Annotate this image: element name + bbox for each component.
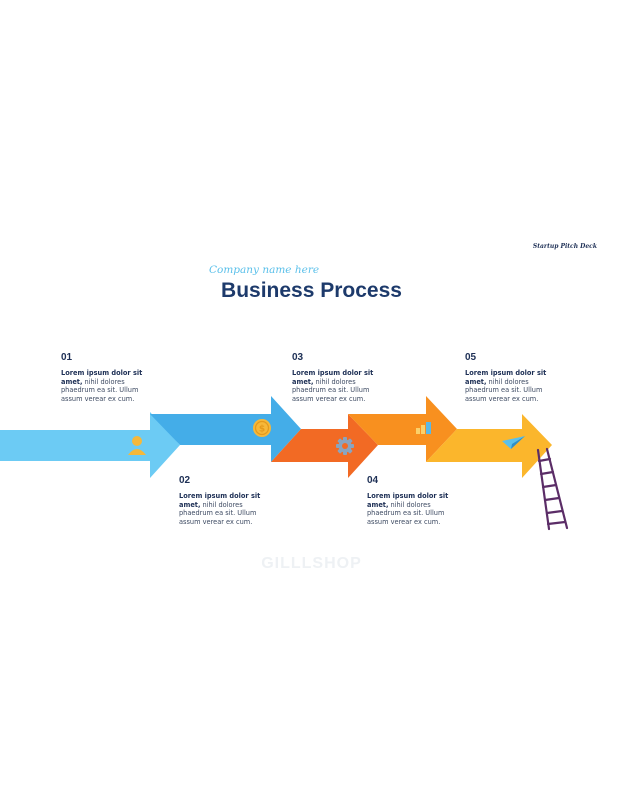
step-number: 02 xyxy=(179,475,191,486)
step-number: 01 xyxy=(61,352,73,363)
step-description-rest: nihil dolores phaedrum ea sit. Ullum ass… xyxy=(61,377,139,403)
arrow-step-1 xyxy=(0,412,180,478)
coin-icon: $ xyxy=(253,419,271,437)
step-description: Lorem ipsum dolor sit amet, nihil dolore… xyxy=(179,492,275,526)
step-description-rest: nihil dolores phaedrum ea sit. Ullum ass… xyxy=(465,377,543,403)
step-04: 04 Lorem ipsum dolor sit amet, nihil dol… xyxy=(367,475,463,526)
step-description: Lorem ipsum dolor sit amet, nihil dolore… xyxy=(292,369,388,403)
watermark: GILLLSHOP xyxy=(261,555,362,572)
deck-name: Startup Pitch Deck xyxy=(532,243,597,250)
user-icon xyxy=(128,436,146,455)
paper-plane-icon xyxy=(502,436,525,449)
page-title: Business Process xyxy=(0,279,623,303)
step-number: 04 xyxy=(367,475,379,486)
step-description-bold: Lorem ipsum dolor sit amet, xyxy=(179,492,261,509)
step-number: 03 xyxy=(292,352,304,363)
step-description-rest: nihil dolores phaedrum ea sit. Ullum ass… xyxy=(292,377,370,403)
step-05: 05 Lorem ipsum dolor sit amet, nihil dol… xyxy=(465,352,561,403)
step-number: 05 xyxy=(465,352,477,363)
arrow-step-4 xyxy=(348,396,457,462)
step-03: 03 Lorem ipsum dolor sit amet, nihil dol… xyxy=(292,352,388,403)
step-02: 02 Lorem ipsum dolor sit amet, nihil dol… xyxy=(179,475,275,526)
ladder-icon xyxy=(536,447,569,531)
arrow-step-5 xyxy=(426,414,552,478)
step-description-rest: nihil dolores phaedrum ea sit. Ullum ass… xyxy=(179,500,257,526)
step-01: 01 Lorem ipsum dolor sit amet, nihil dol… xyxy=(61,352,157,403)
step-description-rest: nihil dolores phaedrum ea sit. Ullum ass… xyxy=(367,500,445,526)
bar-chart-icon xyxy=(416,422,431,434)
step-description-bold: Lorem ipsum dolor sit amet, xyxy=(61,369,143,386)
page-title-text: Business Process xyxy=(221,279,402,302)
arrow-step-2 xyxy=(150,396,301,478)
step-description: Lorem ipsum dolor sit amet, nihil dolore… xyxy=(465,369,561,403)
gear-icon xyxy=(336,437,354,455)
step-description-bold: Lorem ipsum dolor sit amet, xyxy=(367,492,449,509)
company-name: Company name here xyxy=(209,264,320,276)
step-description: Lorem ipsum dolor sit amet, nihil dolore… xyxy=(61,369,157,403)
step-description: Lorem ipsum dolor sit amet, nihil dolore… xyxy=(367,492,463,526)
step-description-bold: Lorem ipsum dolor sit amet, xyxy=(465,369,547,386)
arrow-step-3 xyxy=(271,414,378,478)
step-description-bold: Lorem ipsum dolor sit amet, xyxy=(292,369,374,386)
svg-text:$: $ xyxy=(259,425,265,435)
